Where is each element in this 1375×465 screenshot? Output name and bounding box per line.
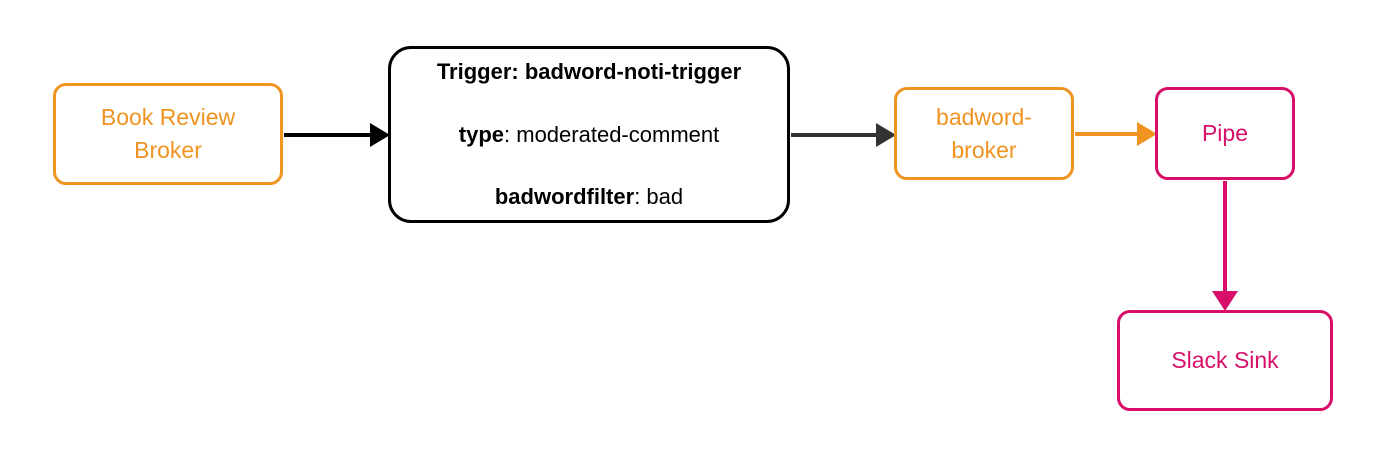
node-slack-sink[interactable]: Slack Sink (1117, 310, 1333, 411)
node-slack-sink-label: Slack Sink (1171, 347, 1279, 374)
trigger-line-1-value: badword-noti-trigger (524, 59, 742, 85)
trigger-line-2: type: moderated-comment (458, 121, 720, 147)
trigger-line-3-value: bad (646, 184, 684, 210)
edge-broker-to-trigger (284, 123, 390, 147)
edge-trigger-to-badword-broker (791, 123, 896, 147)
trigger-line-3: badwordfilter: bad (494, 184, 684, 210)
node-trigger[interactable]: Trigger: badword-noti-trigger type: mode… (388, 46, 790, 223)
trigger-line-2-value: moderated-comment (516, 121, 720, 147)
edge-badword-broker-to-pipe (1075, 122, 1157, 146)
node-badword-broker-label: badword- broker (936, 103, 1032, 163)
node-pipe[interactable]: Pipe (1155, 87, 1295, 180)
trigger-line-2-key: type (458, 121, 505, 147)
node-trigger-label: Trigger: badword-noti-trigger type: mode… (391, 25, 787, 244)
node-book-review-broker[interactable]: Book Review Broker (53, 83, 283, 185)
trigger-line-3-key: badwordfilter (494, 184, 635, 210)
trigger-line-1: Trigger: badword-noti-trigger (391, 56, 787, 87)
trigger-line-1-key: Trigger: (436, 59, 519, 85)
node-pipe-label: Pipe (1201, 120, 1249, 147)
node-book-review-broker-label: Book Review Broker (100, 104, 236, 163)
edge-pipe-to-slack-sink (1212, 181, 1238, 311)
node-badword-broker[interactable]: badword- broker (894, 87, 1074, 180)
